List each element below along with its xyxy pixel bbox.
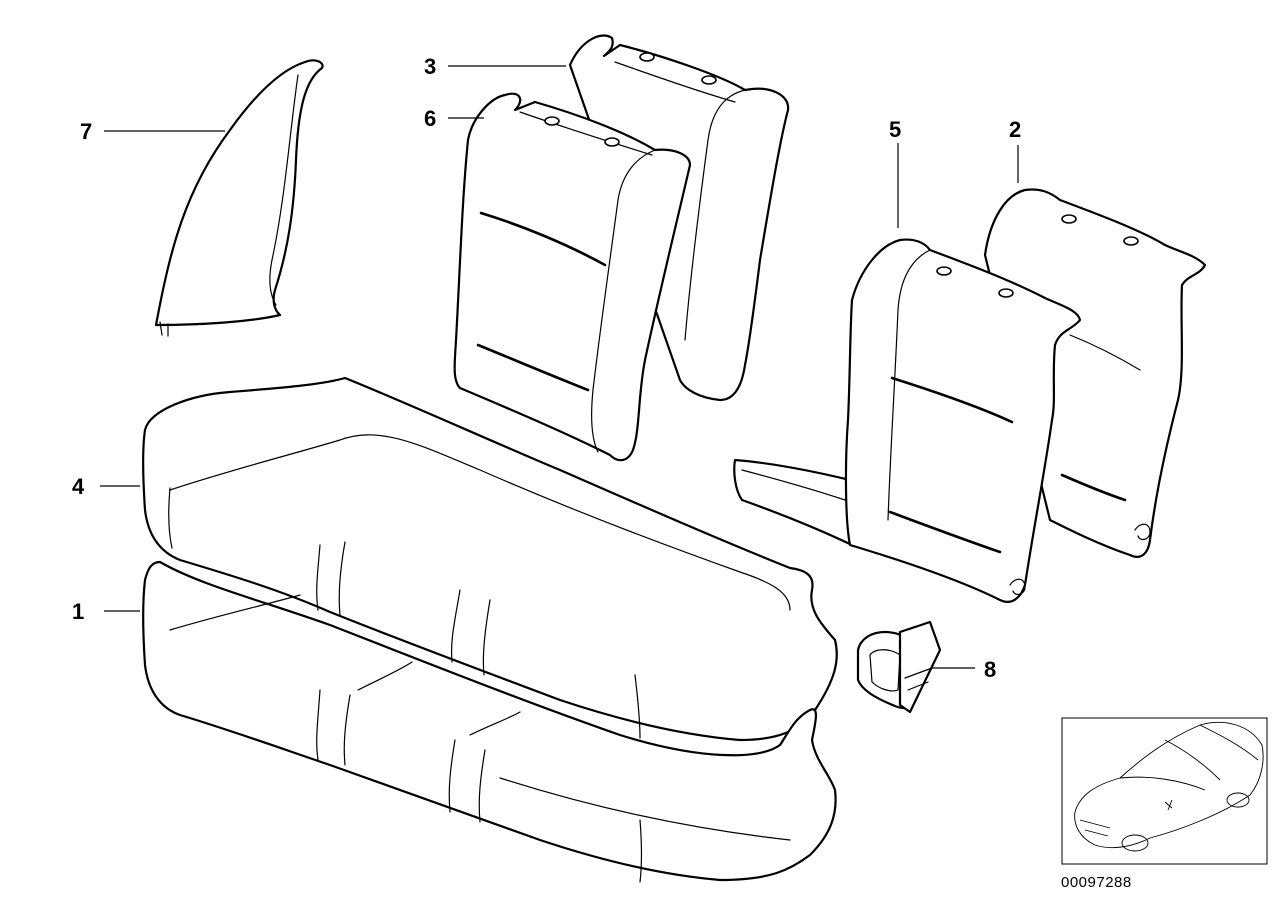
callout-3: 3 bbox=[424, 54, 436, 79]
leader-lines bbox=[100, 65, 1019, 669]
part-8-clip[interactable] bbox=[856, 620, 942, 714]
reference-number: 00097288 bbox=[1061, 874, 1132, 891]
part-5-backrest-right-front[interactable] bbox=[733, 238, 1082, 603]
callout-labels: 1 2 3 4 5 6 7 8 bbox=[72, 54, 1021, 682]
part-4-seat-cover[interactable] bbox=[142, 376, 838, 742]
callout-6: 6 bbox=[424, 106, 436, 131]
callout-1: 1 bbox=[72, 599, 84, 624]
callout-5: 5 bbox=[889, 117, 901, 142]
part-3-backrest-rear[interactable] bbox=[568, 34, 790, 402]
vehicle-thumbnail bbox=[1061, 717, 1268, 865]
car-outline-icon bbox=[1074, 721, 1264, 852]
thumbnail-frame bbox=[1061, 717, 1268, 865]
callout-4: 4 bbox=[72, 474, 85, 499]
callout-2: 2 bbox=[1009, 117, 1021, 142]
callout-8: 8 bbox=[984, 657, 996, 682]
part-6-backrest-front[interactable] bbox=[453, 92, 692, 462]
part-7-side-trim[interactable] bbox=[154, 59, 324, 337]
callout-7: 7 bbox=[80, 119, 92, 144]
part-1-seat-cushion[interactable] bbox=[142, 560, 837, 883]
